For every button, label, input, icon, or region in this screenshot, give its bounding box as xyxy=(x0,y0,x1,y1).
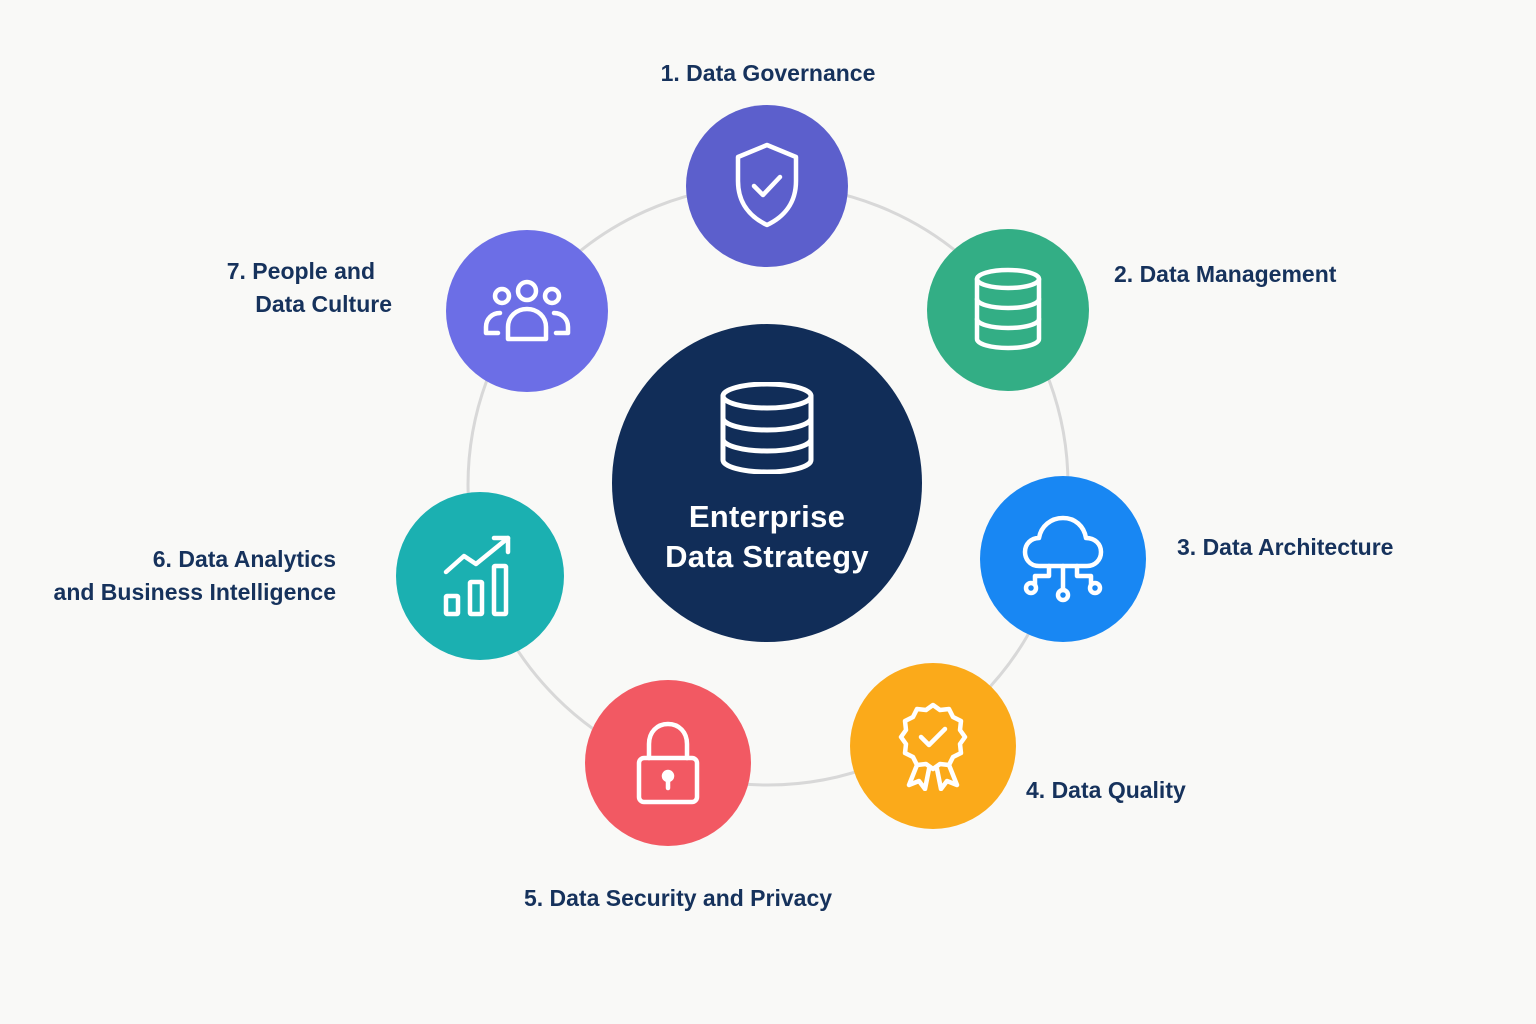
pillar-label-security: 5. Data Security and Privacy xyxy=(523,885,833,911)
pillar-label-analytics-line1: 6. Data Analytics xyxy=(152,546,336,572)
pillar-label-people-line1: 7. People and xyxy=(226,258,375,284)
pillar-node-architecture xyxy=(980,476,1146,642)
growth-chart-icon xyxy=(442,534,518,618)
pillar-node-governance xyxy=(686,105,848,267)
pillar-node-security xyxy=(585,680,751,846)
hub-title-line2: Data Strategy xyxy=(665,539,869,574)
hub-circle: Enterprise Data Strategy xyxy=(612,324,922,642)
pillar-node-management xyxy=(927,229,1089,391)
pillar-label-people-line2: Data Culture xyxy=(255,291,392,317)
database-icon xyxy=(719,381,815,479)
award-badge-icon xyxy=(897,701,969,791)
pillar-node-people xyxy=(446,230,608,392)
people-group-icon xyxy=(482,279,572,343)
pillar-label-quality: 4. Data Quality xyxy=(1026,777,1186,803)
shield-check-icon xyxy=(732,141,802,231)
pillar-node-analytics xyxy=(396,492,564,660)
pillar-label-analytics: 6. Data Analytics and Business Intellige… xyxy=(30,543,336,609)
pillar-label-people: 7. People and Data Culture xyxy=(140,255,392,321)
database-icon xyxy=(973,267,1043,353)
hub-title-line1: Enterprise xyxy=(688,499,846,534)
pillar-label-architecture: 3. Data Architecture xyxy=(1177,534,1394,560)
pillar-label-analytics-line2: and Business Intelligence xyxy=(53,579,336,605)
pillar-label-governance: 1. Data Governance xyxy=(660,60,876,86)
cloud-network-icon xyxy=(1021,514,1105,604)
hub-title: Enterprise Data Strategy xyxy=(665,497,869,577)
pillar-label-management: 2. Data Management xyxy=(1114,261,1337,287)
pillar-node-quality xyxy=(850,663,1016,829)
lock-icon xyxy=(635,720,701,806)
